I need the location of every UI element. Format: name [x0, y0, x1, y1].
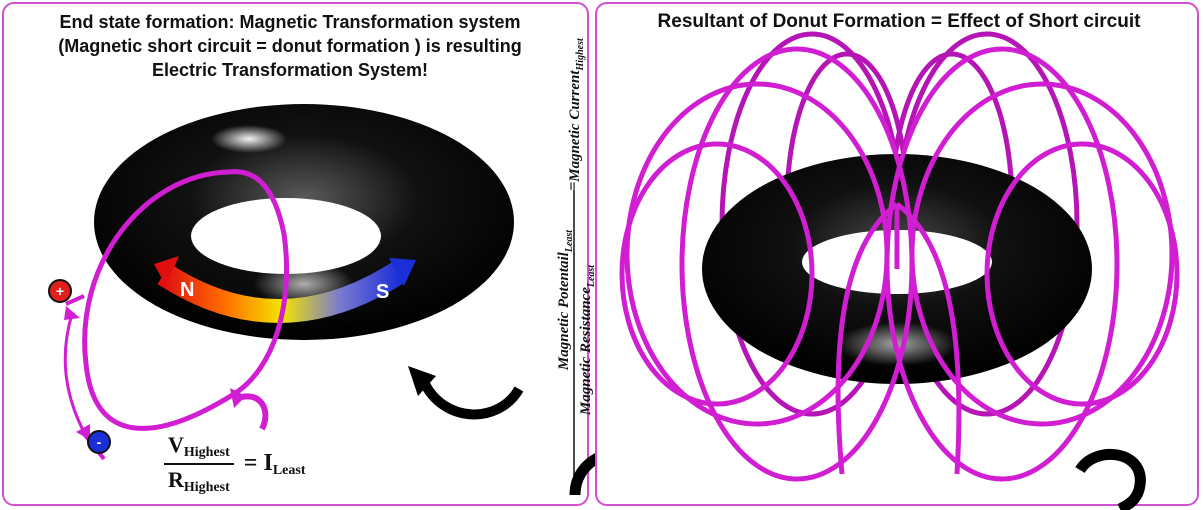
- left-panel-title: End state formation: Magnetic Transforma…: [10, 10, 570, 82]
- vert-eq-denominator: Magnetic Resistance: [578, 287, 594, 416]
- vert-eq-numerator-sub: Least: [564, 229, 575, 253]
- magnetic-current-equation: Magnetic PotentailLeast Magnetic Resista…: [556, 37, 594, 490]
- negative-terminal-icon: -: [87, 430, 111, 454]
- field-loops-front: [619, 46, 1180, 482]
- positive-terminal-label: +: [56, 283, 64, 299]
- eq-v-sub: Highest: [183, 445, 230, 460]
- svg-text:Magnetic ResistanceLeast: Magnetic ResistanceLeast: [578, 264, 594, 416]
- left-title-line-3: Electric Transformation System!: [151, 60, 429, 80]
- eq-i-sub: Least: [272, 462, 306, 478]
- vert-eq-denominator-sub: Least: [586, 264, 594, 288]
- terminal-arrow: [63, 306, 90, 440]
- vert-eq-numerator: Magnetic Potentail: [556, 251, 572, 371]
- pole-north-label: N: [180, 279, 194, 301]
- positive-terminal-icon: +: [48, 279, 72, 303]
- right-panel-title: Resultant of Donut Formation = Effect of…: [657, 11, 1141, 32]
- pole-south-label: S: [376, 281, 389, 303]
- vert-eq-equals: =: [565, 181, 582, 190]
- small-curved-arrow-icon: [230, 388, 269, 431]
- vert-eq-result: Magnetic Current: [567, 70, 583, 183]
- eq-v-symbol: V: [168, 432, 184, 457]
- eq-r-sub: Highest: [183, 480, 230, 495]
- eq-r-symbol: R: [168, 467, 184, 492]
- svg-text:Magnetic PotentailLeast: Magnetic PotentailLeast: [556, 229, 575, 371]
- corner-curved-arrow-icon: [1075, 449, 1146, 510]
- right-panel: Resultant of Donut Formation = Effect of…: [595, 2, 1199, 506]
- left-title-line-1: End state formation: Magnetic Transforma…: [59, 12, 521, 32]
- negative-terminal-label: -: [97, 434, 102, 450]
- left-title-line-2: (Magnetic short circuit = donut formatio…: [58, 36, 522, 56]
- left-panel: End state formation: Magnetic Transforma…: [2, 2, 589, 506]
- curved-arrow-icon: [408, 366, 524, 420]
- eq-equals: =: [243, 449, 258, 476]
- eq-i-symbol: I: [263, 449, 273, 476]
- ohms-law-equation: VHighest RHighest = ILeast: [164, 432, 305, 496]
- svg-text:Magnetic CurrentHighest: Magnetic CurrentHighest: [567, 37, 586, 183]
- left-diagram: N S + -: [48, 104, 524, 461]
- right-diagram: [619, 31, 1180, 482]
- vert-eq-result-sub: Highest: [575, 37, 586, 71]
